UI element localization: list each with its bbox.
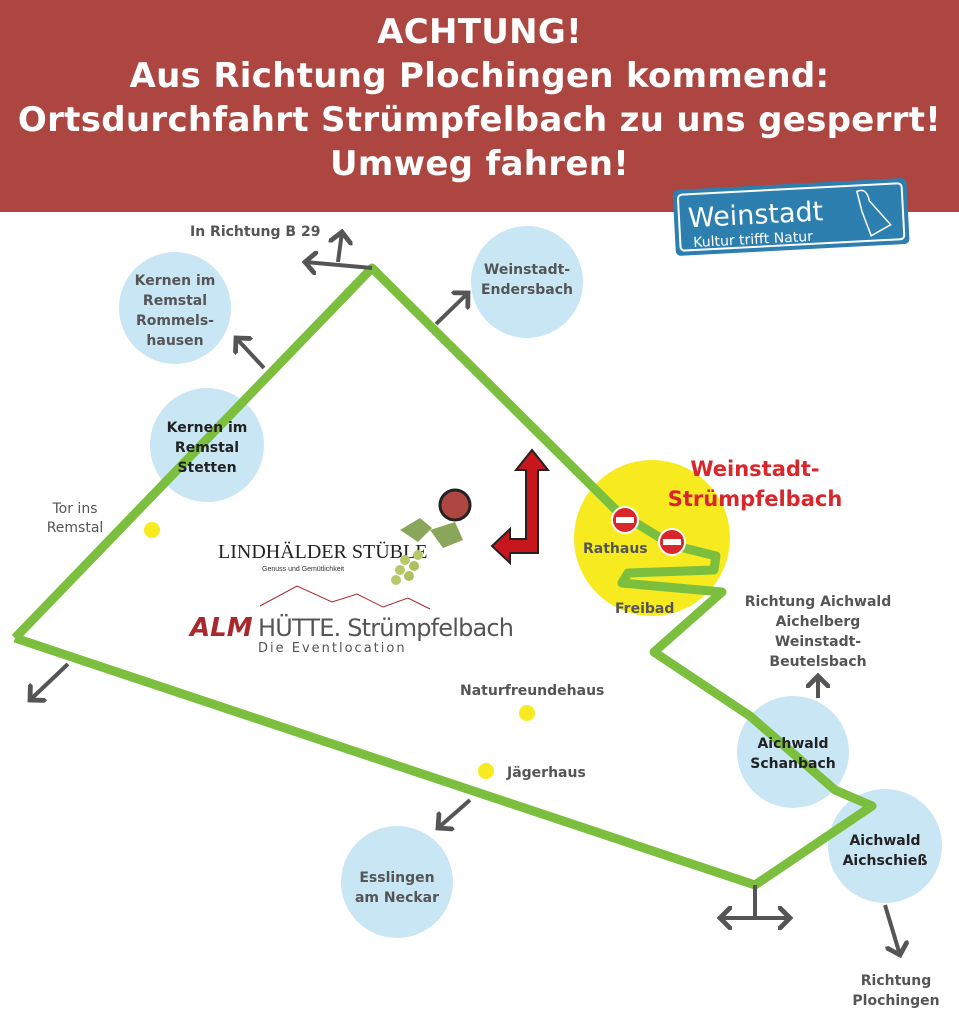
map-label: Kernen im: [135, 273, 216, 289]
map-label: Stetten: [177, 460, 236, 476]
arrow-esslingen: [438, 798, 472, 828]
map-label: Aichelberg: [776, 614, 861, 630]
no-entry-icon: [611, 506, 639, 534]
warning-line: Aus Richtung Plochingen kommend:: [129, 56, 830, 96]
weinstadt-sign-logo: Weinstadt Kultur trifft Natur: [672, 178, 910, 256]
label-jaegerhaus: Jägerhaus: [506, 765, 586, 781]
label-esslingen: Esslingen am Neckar: [355, 870, 439, 906]
map-label: hausen: [146, 333, 203, 349]
sign-title: Weinstadt: [687, 196, 824, 234]
poi-tor-ins-remstal: [144, 522, 160, 538]
logo-alm: ALM: [188, 613, 253, 643]
map-label: Beutelsbach: [769, 654, 866, 670]
arrow-endersbach: [434, 293, 468, 326]
logo-text: LINDHÄLDER STÜBLE: [218, 540, 427, 563]
label-struempfelbach: Weinstadt- Strümpfelbach: [668, 457, 843, 511]
label-rathaus: Rathaus: [583, 541, 648, 557]
detour-route: [11, 263, 877, 890]
label-schanbach: Aichwald Schanbach: [750, 736, 836, 772]
map-label: Aichwald: [849, 833, 920, 849]
direction-arrows: [30, 232, 900, 955]
poi-naturfreundehaus: [519, 705, 535, 721]
map-label: Tor ins: [51, 501, 97, 517]
arrow-plochingen: [883, 904, 900, 955]
town-esslingen: [341, 826, 453, 938]
map-label: Plochingen: [852, 993, 939, 1009]
no-entry-icon: [658, 528, 686, 556]
label-b29: In Richtung B 29: [190, 224, 320, 240]
map-label: Remstal: [143, 293, 207, 309]
map-label: Aichwald: [757, 736, 828, 752]
map-label: Endersbach: [481, 282, 573, 298]
warning-title: ACHTUNG!: [377, 12, 582, 52]
logo-huette: HÜTTE. Strümpfelbach: [258, 613, 514, 642]
label-endersbach: Weinstadt- Endersbach: [481, 262, 573, 298]
statue-icon: [855, 189, 892, 237]
arrow-rommelshausen: [236, 338, 266, 370]
arrow-b29-up: [338, 232, 342, 263]
destination-marker: [438, 488, 472, 522]
label-naturfreundehaus: Naturfreundehaus: [460, 683, 604, 699]
warning-banner: ACHTUNG! Aus Richtung Plochingen kommend…: [0, 0, 959, 212]
sign-subtitle: Kultur trifft Natur: [693, 229, 814, 251]
arrow-b29-left: [305, 262, 373, 268]
turn-arrow-icon: [490, 448, 551, 566]
town-endersbach: [471, 226, 583, 338]
label-stetten: Kernen im Remstal Stetten: [167, 420, 248, 476]
map-label: Strümpfelbach: [668, 487, 843, 511]
map-label: Schanbach: [750, 756, 836, 772]
label-freibad: Freibad: [615, 601, 674, 617]
map-label: Richtung Aichwald: [745, 594, 891, 610]
warning-line: Umweg fahren!: [329, 144, 630, 184]
poi-jaegerhaus: [478, 763, 494, 779]
map-label: Aichschieß: [843, 853, 928, 869]
logo-subtext: Genuss und Gemütlichkeit: [262, 566, 344, 573]
map-label: Richtung: [861, 973, 932, 989]
town-rommelshausen: [119, 252, 231, 364]
warning-line: Ortsdurchfahrt Strümpfelbach zu uns gesp…: [17, 100, 942, 140]
label-tor-ins-remstal: Tor ins Remstal: [47, 501, 104, 536]
almhuette-logo: ALM HÜTTE. Strümpfelbach Die Eventlocati…: [188, 585, 514, 656]
map-label: Weinstadt-: [775, 634, 861, 650]
map-label: Weinstadt-: [484, 262, 570, 278]
map-label: Esslingen: [359, 870, 434, 886]
map-label: Rommels-: [136, 313, 214, 329]
grapes-icon: [391, 518, 463, 585]
label-rommelshausen: Kernen im Remstal Rommels- hausen: [135, 273, 216, 349]
map-label: am Neckar: [355, 890, 439, 906]
label-aichschiess: Aichwald Aichschieß: [843, 833, 928, 869]
label-plochingen: Richtung Plochingen: [852, 973, 939, 1009]
map-label: Remstal: [47, 520, 104, 536]
label-aichwald-direction: Richtung Aichwald Aichelberg Weinstadt- …: [745, 594, 891, 670]
logo-event: Die Eventlocation: [258, 641, 407, 656]
lindhaelder-stueble-logo: LINDHÄLDER STÜBLE Genuss und Gemütlichke…: [218, 518, 463, 585]
map-label: Remstal: [175, 440, 239, 456]
arrow-southwest: [30, 662, 70, 700]
map-label: Kernen im: [167, 420, 248, 436]
map-label: Weinstadt-: [690, 457, 819, 481]
